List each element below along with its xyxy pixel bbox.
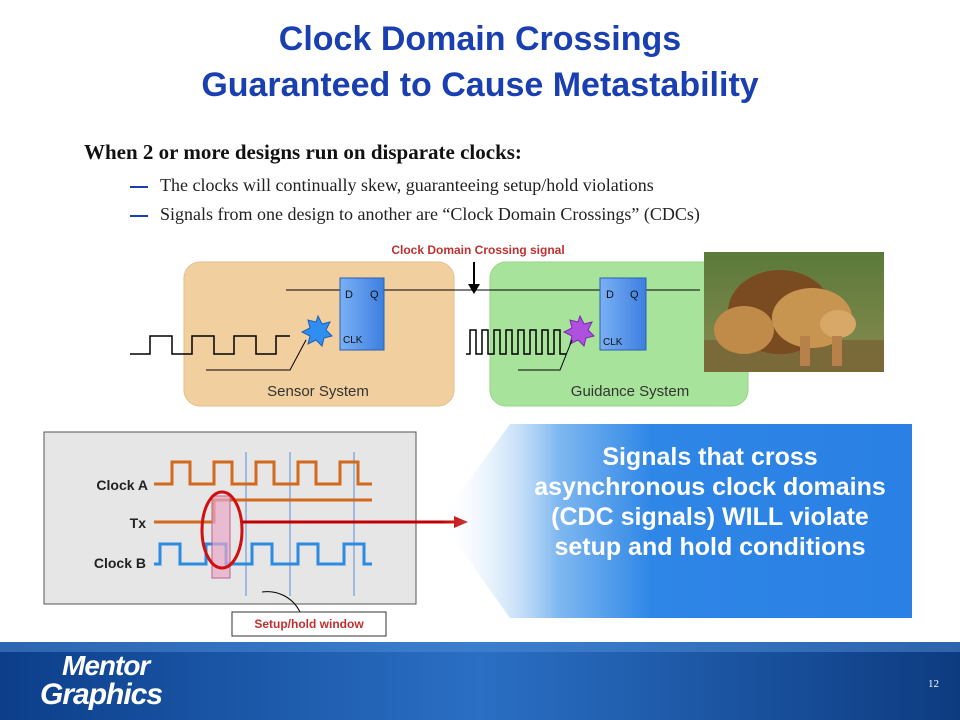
- flip-flop-guidance: [599, 277, 647, 351]
- clock-b-waveform: [154, 542, 372, 566]
- setup-hold-label: Setup/hold window: [254, 617, 364, 631]
- dash-icon: [130, 215, 148, 217]
- dash-icon: [130, 186, 148, 188]
- footer-highlight: [0, 642, 960, 652]
- logo-line2: Graphics: [40, 678, 163, 711]
- tx-label: Tx: [130, 515, 147, 531]
- fast-clock-waveform: [466, 329, 566, 355]
- clock-a-label: Clock A: [96, 477, 148, 493]
- logo-line1: Mentor: [62, 650, 150, 681]
- flop-d-label: D: [606, 289, 614, 301]
- flop-clk-label: CLK: [603, 337, 623, 348]
- main-bullet: When 2 or more designs run on disparate …: [84, 140, 522, 164]
- setup-hold-label-box: [231, 611, 387, 637]
- cdc-arrow-head: [468, 284, 480, 294]
- callout-text: Signals that cross asynchronous clock do…: [534, 443, 886, 561]
- violation-circle: [200, 490, 244, 570]
- setup-hold-pointer: [261, 591, 301, 613]
- sub-bullet-1-text: The clocks will continually skew, guaran…: [160, 175, 654, 195]
- clock-a-waveform: [154, 460, 372, 486]
- slide-title-line2: Guaranteed to Cause Metastability: [201, 66, 759, 104]
- sub-bullet-2-text: Signals from one design to another are “…: [160, 204, 700, 224]
- flip-flop-sensor: [339, 277, 385, 351]
- slow-clock-waveform: [130, 335, 290, 355]
- page-number: 12: [928, 678, 939, 690]
- blue-star-icon: [300, 314, 333, 347]
- flop-clk-label: CLK: [343, 335, 363, 346]
- footer-band: [0, 642, 960, 720]
- flop-q-label: Q: [630, 289, 639, 301]
- setup-hold-window: [211, 495, 231, 579]
- purple-star-icon: [562, 314, 595, 347]
- sensor-system-label: Sensor System: [267, 383, 369, 400]
- flop-d-label: D: [345, 289, 353, 301]
- guidance-system-label: Guidance System: [571, 383, 689, 400]
- slide-title-line1: Clock Domain Crossings: [278, 20, 682, 58]
- clock-wire-guidance: [518, 339, 573, 371]
- clock-b-label: Clock B: [94, 555, 146, 571]
- flop-q-label: Q: [370, 289, 379, 301]
- callout-box: [440, 424, 912, 618]
- cdc-signal-label: Clock Domain Crossing signal: [391, 243, 564, 257]
- clock-wire-sensor: [206, 339, 307, 371]
- lion-photo: [704, 252, 884, 372]
